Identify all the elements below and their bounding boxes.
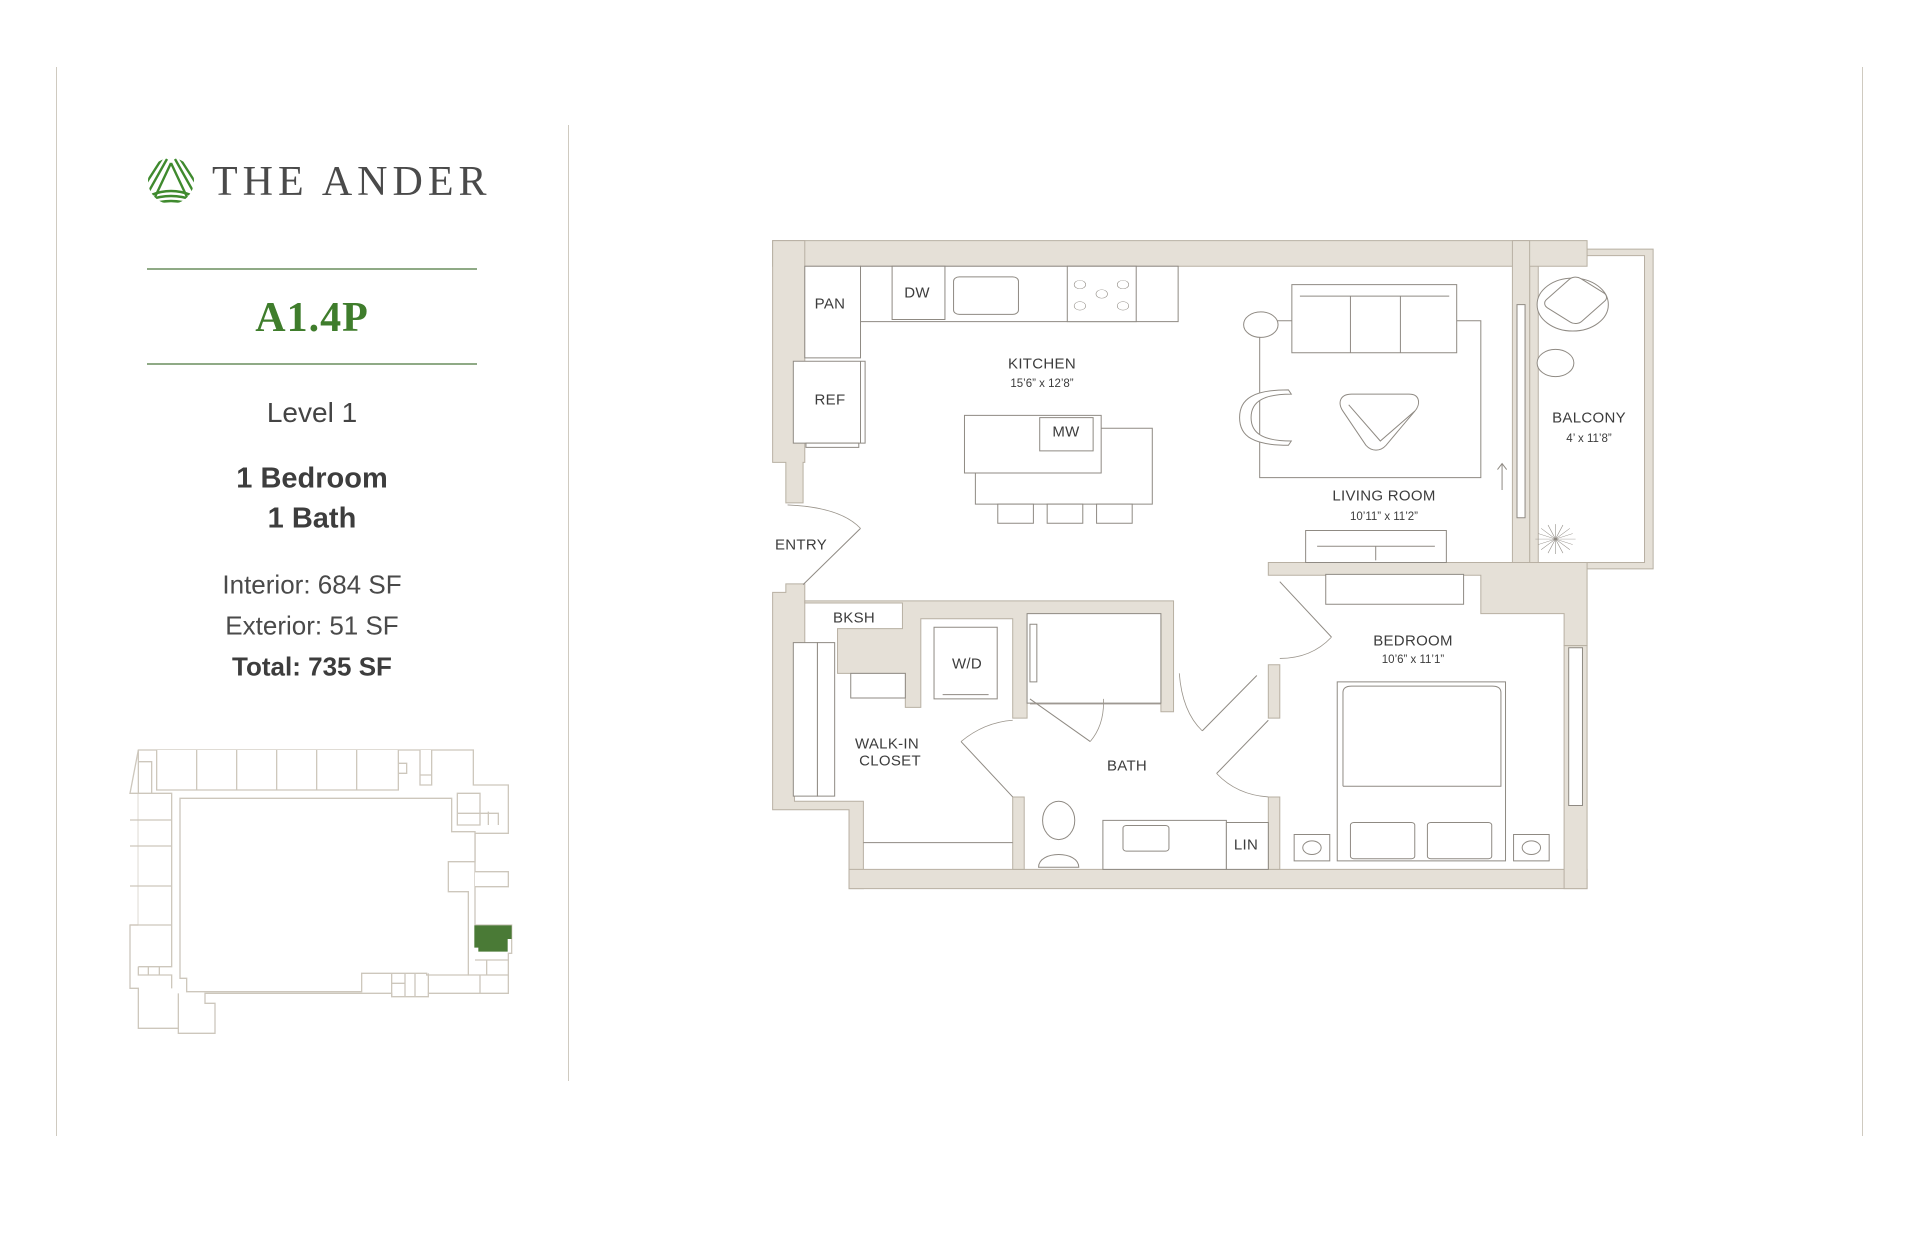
label-kitchen: KITCHEN — [1008, 355, 1076, 373]
site-plan — [120, 740, 520, 1040]
dishwasher — [892, 266, 945, 319]
label-refrigerator: REF — [814, 391, 846, 409]
kitchen-sink — [954, 277, 1019, 315]
label-closet: CLOSET — [859, 752, 921, 770]
label-bedroom: BEDROOM — [1373, 632, 1453, 650]
pantry — [805, 266, 861, 358]
doors — [788, 505, 1332, 797]
label-entry: ENTRY — [774, 536, 828, 554]
label-washer-dryer: W/D — [951, 655, 983, 673]
label-pantry: PAN — [814, 295, 846, 313]
panel-divider — [568, 125, 569, 1081]
dims-bedroom: 10’6” x 11’1” — [1381, 654, 1445, 666]
toilet — [1043, 801, 1075, 839]
coffee-table — [1340, 394, 1418, 450]
microwave — [1040, 418, 1093, 451]
sofa — [1292, 285, 1457, 353]
dresser — [1326, 574, 1464, 604]
label-bath: BATH — [1106, 757, 1148, 775]
brand-name: THE ANDER — [212, 159, 492, 205]
refrigerator — [793, 361, 865, 443]
dims-living-room: 10’11” x 11’2” — [1350, 511, 1418, 523]
nightstand — [1514, 834, 1550, 860]
armchair — [1240, 390, 1292, 445]
exterior-area: Exterior: 51 SF — [225, 610, 399, 641]
dims-balcony: 4’ x 11’8” — [1566, 433, 1612, 445]
shower — [1027, 614, 1161, 704]
leaf-stripes-circle-icon — [148, 158, 194, 204]
stove — [1067, 266, 1136, 321]
interior-area: Interior: 684 SF — [222, 569, 402, 600]
label-dishwasher: DW — [904, 284, 930, 302]
linen-closet — [1226, 823, 1268, 870]
label-balcony: BALCONY — [1552, 409, 1626, 427]
floorplan — [760, 230, 1656, 895]
label-linen: LIN — [1233, 836, 1259, 854]
label-bookshelf: BKSH — [832, 609, 876, 627]
unit-bedrooms: 1 Bedroom — [236, 462, 388, 495]
dims-kitchen: 15’6” x 12’8” — [1010, 378, 1074, 390]
washer-dryer — [934, 627, 997, 699]
page-border-left — [56, 67, 57, 1136]
divider-bottom — [147, 363, 477, 365]
label-walk-in: WALK-IN — [854, 735, 920, 753]
label-microwave: MW — [1052, 423, 1080, 441]
page-border-right — [1862, 67, 1863, 1136]
label-living-room: LIVING ROOM — [1332, 487, 1436, 505]
unit-baths: 1 Bath — [267, 502, 357, 535]
unit-code: A1.4P — [255, 295, 369, 341]
divider-top — [147, 268, 477, 270]
nightstand — [1294, 834, 1330, 860]
plant — [1535, 524, 1576, 554]
total-area: Total: 735 SF — [232, 651, 392, 682]
unit-level: Level 1 — [266, 397, 358, 428]
